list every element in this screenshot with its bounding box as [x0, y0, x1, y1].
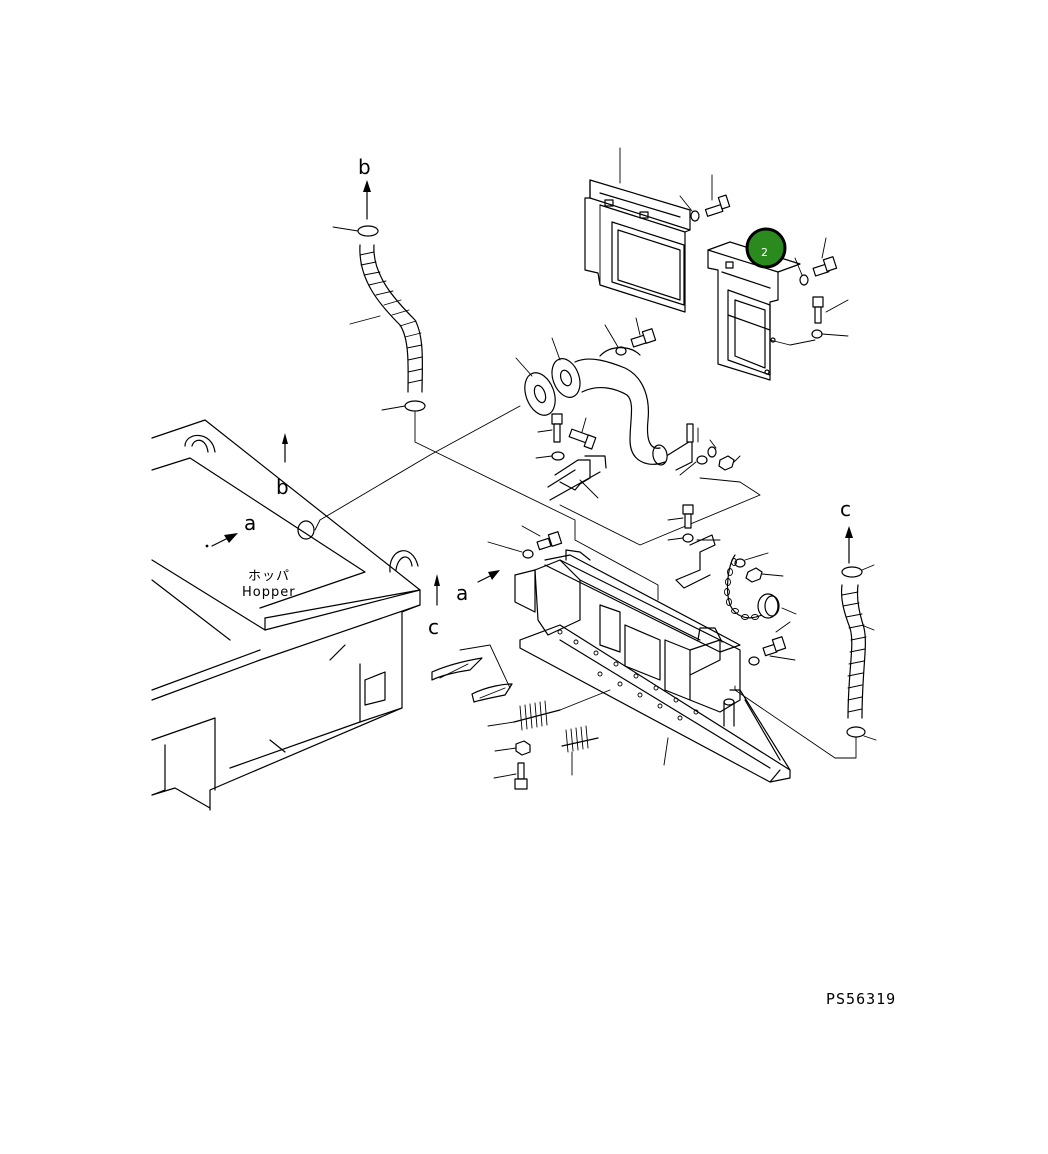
- ref-letter-c-hopper: c: [428, 615, 439, 639]
- arrow-up-icon: [845, 526, 853, 564]
- chain-and-cap: [724, 552, 797, 620]
- main-frame: [514, 549, 791, 783]
- ref-letter-a-frame: a: [456, 581, 468, 605]
- hose-b: [332, 225, 659, 601]
- z-bracket: [667, 504, 721, 589]
- ref-letter-c-right: c: [840, 497, 851, 521]
- bolt-group-frame-left: [487, 525, 563, 559]
- elbow-pipe: [314, 317, 668, 531]
- arrow-up-icon: [363, 180, 371, 220]
- cover-panel-left: [584, 147, 691, 313]
- ref-letter-b-hopper: b: [276, 475, 289, 499]
- arrow-left-icon: [211, 533, 238, 547]
- numbered-circle-icon[interactable]: [745, 227, 787, 269]
- callout-2[interactable]: 2: [745, 227, 787, 269]
- callout-number: 2: [761, 246, 768, 259]
- ref-letter-b-top: b: [358, 155, 371, 179]
- bolt-group-frame-right: [748, 621, 796, 666]
- hose-c: [734, 564, 877, 759]
- ref-letter-a-hopper: a: [244, 511, 256, 535]
- hopper-label-en: Hopper: [242, 585, 296, 600]
- arrow-left-icon: [477, 570, 500, 583]
- bolt-group-top: [679, 174, 849, 339]
- arrow-up-icon: [434, 574, 440, 606]
- arrow-up-icon: [282, 433, 288, 463]
- cover-panel-right: [707, 241, 816, 381]
- hopper-label-jp: ホッパ: [248, 569, 290, 584]
- drawing-code: PS56319: [826, 990, 896, 1008]
- loose-parts-group: [431, 644, 611, 790]
- pipe-clamp-group: [535, 413, 761, 546]
- hopper-assembly: [151, 419, 421, 811]
